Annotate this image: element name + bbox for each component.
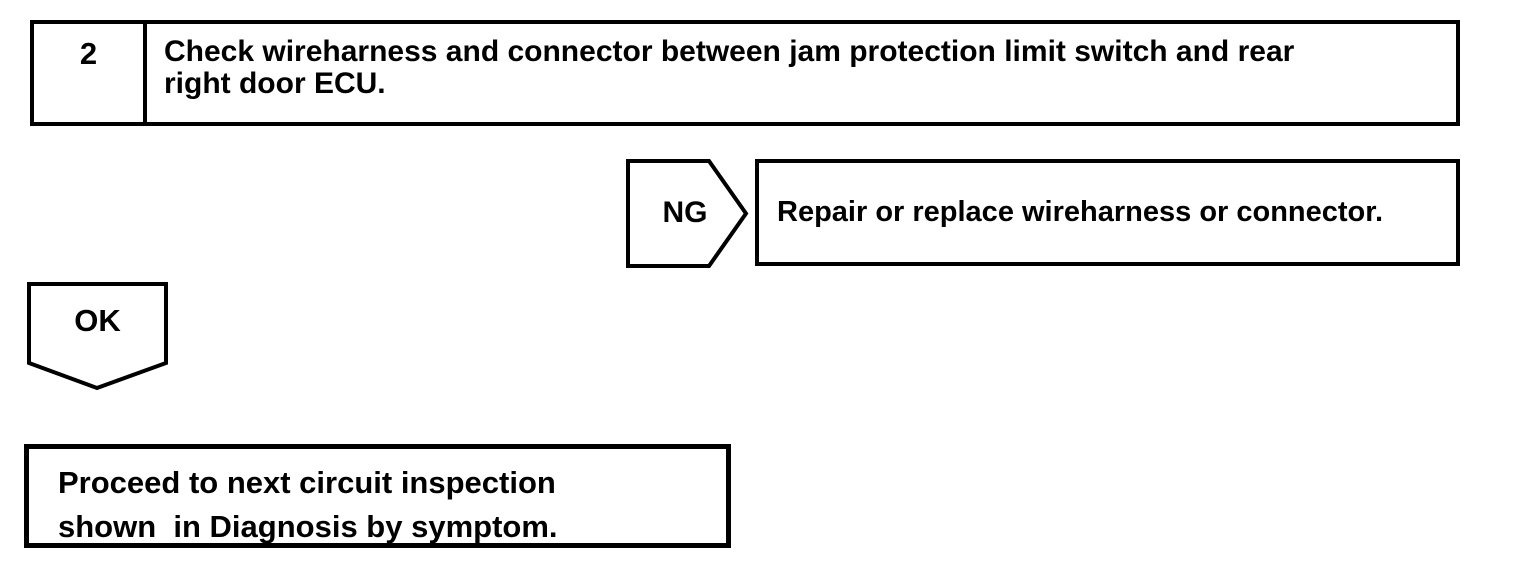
ok-connector-label: OK [74, 303, 121, 338]
ok-result-text: Proceed to next circuit inspection shown… [58, 465, 558, 544]
step-number: 2 [34, 24, 147, 122]
step-instruction: Check wireharness and connector between … [164, 35, 1295, 100]
ng-result-box: Repair or replace wireharness or connect… [755, 159, 1460, 266]
ok-result-box: Proceed to next circuit inspection shown… [24, 444, 731, 548]
step-box: 2 Check wireharness and connector betwee… [30, 20, 1460, 126]
ng-result-text: Repair or replace wireharness or connect… [777, 196, 1384, 228]
ng-connector-label: NG [662, 196, 708, 229]
